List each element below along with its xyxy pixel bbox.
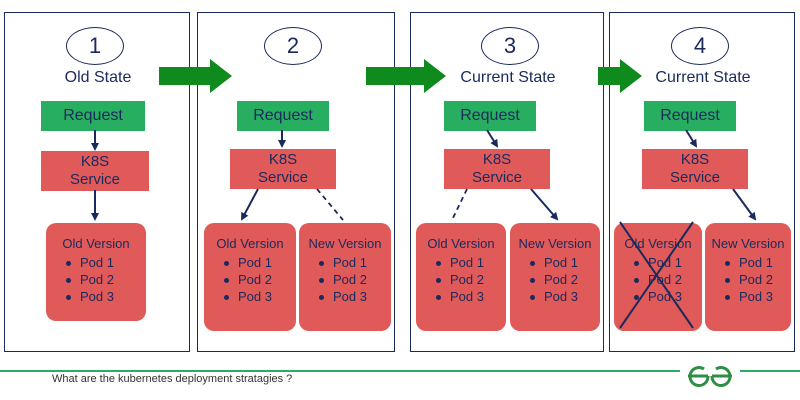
- step-number-2: 2: [264, 27, 322, 65]
- connector-dashed: [316, 188, 344, 221]
- service-label: Service: [69, 171, 121, 188]
- pod-group-new-4: New Version Pod 1 Pod 2 Pod 3: [705, 223, 791, 331]
- pod-item: Pod 3: [66, 288, 146, 305]
- pod-group-title: Old Version: [427, 236, 495, 251]
- pod-item: Pod 3: [725, 288, 791, 305]
- service-box-3: K8S Service: [444, 149, 550, 189]
- connector-arrow: [732, 188, 757, 221]
- service-label: K8S: [268, 151, 298, 168]
- pod-item: Pod 3: [224, 288, 296, 305]
- panel-step-4: 4 Current State Request K8S Service Old …: [609, 12, 795, 352]
- service-box-4: K8S Service: [642, 149, 748, 189]
- transition-arrow-icon: [598, 59, 642, 93]
- service-label: K8S: [80, 153, 110, 170]
- step-number-3: 3: [481, 27, 539, 65]
- step-state-1: Old State: [64, 69, 132, 86]
- service-box-1: K8S Service: [41, 151, 149, 191]
- pod-item: Pod 2: [530, 271, 600, 288]
- service-label: Service: [257, 169, 309, 186]
- service-box-2: K8S Service: [230, 149, 336, 189]
- service-label: K8S: [680, 151, 710, 168]
- step-state-3: Current State: [460, 69, 556, 86]
- geeksforgeeks-logo-icon: [688, 366, 732, 387]
- panel-step-3: 3 Current State Request K8S Service Old …: [410, 12, 604, 352]
- footer-divider: [0, 370, 800, 372]
- pod-group-old-2: Old Version Pod 1 Pod 2 Pod 3: [204, 223, 296, 331]
- request-box-4: Request: [644, 101, 736, 131]
- footer-caption: What are the kubernetes deployment strat…: [52, 373, 293, 385]
- pod-item: Pod 2: [436, 271, 506, 288]
- pod-item: Pod 1: [436, 254, 506, 271]
- pod-group-title: Old Version: [62, 236, 130, 251]
- request-box-2: Request: [237, 101, 329, 131]
- geeksforgeeks-logo-icon: [680, 362, 740, 390]
- cross-out-line: [619, 221, 694, 329]
- connector-arrow: [530, 188, 559, 221]
- step-number-1: 1: [66, 27, 124, 65]
- pod-group-title: New Version: [308, 236, 382, 251]
- pod-group-old-1: Old Version Pod 1 Pod 2 Pod 3: [46, 223, 146, 321]
- pod-group-title: Old Version: [216, 236, 284, 251]
- request-box-3: Request: [444, 101, 536, 131]
- service-label: Service: [669, 169, 721, 186]
- transition-arrow-icon: [366, 59, 446, 93]
- pod-item: Pod 2: [725, 271, 791, 288]
- pod-item: Pod 2: [66, 271, 146, 288]
- pod-item: Pod 1: [530, 254, 600, 271]
- pod-item: Pod 2: [224, 271, 296, 288]
- pod-group-title: New Version: [518, 236, 592, 251]
- pod-group-old-3: Old Version Pod 1 Pod 2 Pod 3: [416, 223, 506, 331]
- connector-dashed: [451, 188, 468, 221]
- pod-item: Pod 1: [725, 254, 791, 271]
- pod-group-title: New Version: [711, 236, 785, 251]
- request-box-1: Request: [41, 101, 145, 131]
- service-label: Service: [471, 169, 523, 186]
- transition-arrow-icon: [159, 59, 232, 93]
- connector-arrow: [241, 188, 259, 221]
- connector-arrow: [486, 129, 499, 148]
- connector-arrow: [685, 129, 698, 148]
- step-state-4: Current State: [655, 69, 751, 86]
- pod-item: Pod 1: [66, 254, 146, 271]
- pod-item: Pod 3: [319, 288, 391, 305]
- pod-item: Pod 3: [436, 288, 506, 305]
- pod-item: Pod 1: [319, 254, 391, 271]
- pod-group-new-3: New Version Pod 1 Pod 2 Pod 3: [510, 223, 600, 331]
- pod-item: Pod 3: [530, 288, 600, 305]
- pod-group-new-2: New Version Pod 1 Pod 2 Pod 3: [299, 223, 391, 331]
- panel-step-2: 2 Request K8S Service Old Version Pod 1 …: [197, 12, 395, 352]
- pod-item: Pod 2: [319, 271, 391, 288]
- service-label: K8S: [482, 151, 512, 168]
- pod-item: Pod 1: [224, 254, 296, 271]
- step-number-4: 4: [671, 27, 729, 65]
